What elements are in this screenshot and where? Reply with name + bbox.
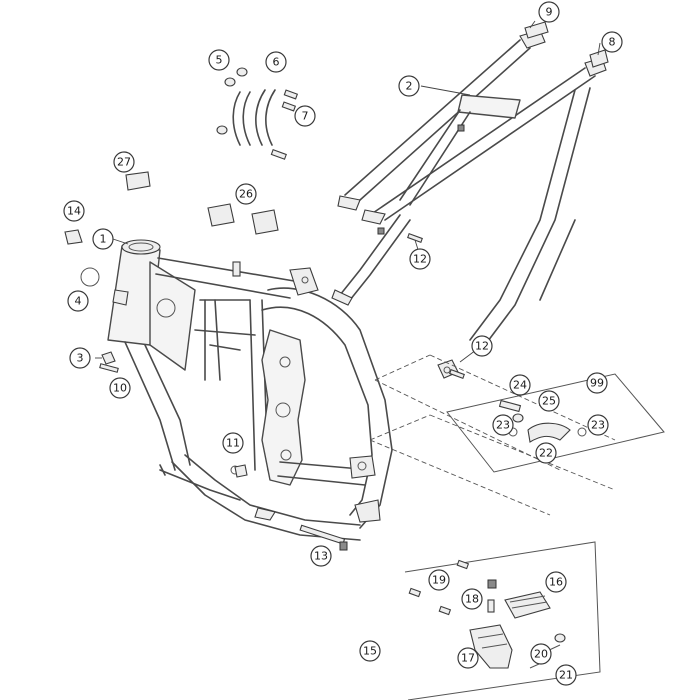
callout-23a: 23 xyxy=(492,414,514,436)
svg-text:7: 7 xyxy=(302,110,309,123)
leader-lines xyxy=(95,20,601,363)
svg-text:23: 23 xyxy=(496,419,510,432)
callout-99: 99 xyxy=(586,372,608,394)
svg-text:21: 21 xyxy=(559,669,573,682)
svg-text:6: 6 xyxy=(273,56,280,69)
callout-12b: 12 xyxy=(471,335,493,357)
callouts: 1 2 3 4 5 6 7 8 9 10 11 12 12 13 14 15 1… xyxy=(63,1,623,686)
footpeg-box-15 xyxy=(404,541,601,700)
svg-text:20: 20 xyxy=(534,648,548,661)
svg-text:24: 24 xyxy=(513,379,527,392)
svg-text:3: 3 xyxy=(77,352,84,365)
svg-text:12: 12 xyxy=(413,253,427,266)
callout-13: 13 xyxy=(310,545,332,567)
callout-1: 1 xyxy=(92,228,114,250)
callout-23b: 23 xyxy=(587,414,609,436)
callout-24: 24 xyxy=(509,374,531,396)
callout-22: 22 xyxy=(535,442,557,464)
svg-text:13: 13 xyxy=(314,550,328,563)
kit-box-99 xyxy=(446,373,665,473)
callout-8: 8 xyxy=(601,31,623,53)
callout-7: 7 xyxy=(294,105,316,127)
callout-26: 26 xyxy=(235,183,257,205)
svg-text:8: 8 xyxy=(609,36,616,49)
svg-text:11: 11 xyxy=(226,437,240,450)
callout-27: 27 xyxy=(113,151,135,173)
svg-text:22: 22 xyxy=(539,447,553,460)
callout-6: 6 xyxy=(265,51,287,73)
svg-text:99: 99 xyxy=(590,377,604,390)
small-parts xyxy=(64,21,609,551)
callout-2: 2 xyxy=(398,75,420,97)
svg-text:26: 26 xyxy=(239,188,253,201)
svg-text:10: 10 xyxy=(113,382,127,395)
svg-text:23: 23 xyxy=(591,419,605,432)
callout-17: 17 xyxy=(457,647,479,669)
svg-text:9: 9 xyxy=(546,6,553,19)
dashed-guides xyxy=(369,354,616,516)
main-frame xyxy=(107,239,393,541)
callout-18: 18 xyxy=(461,588,483,610)
callout-9: 9 xyxy=(538,1,560,23)
callout-4: 4 xyxy=(67,290,89,312)
callout-16: 16 xyxy=(545,571,567,593)
svg-text:4: 4 xyxy=(75,295,82,308)
svg-text:15: 15 xyxy=(363,645,377,658)
svg-text:19: 19 xyxy=(432,574,446,587)
svg-text:14: 14 xyxy=(67,205,81,218)
svg-text:17: 17 xyxy=(461,652,475,665)
svg-text:2: 2 xyxy=(406,80,413,93)
callout-15: 15 xyxy=(359,640,381,662)
callout-20: 20 xyxy=(530,643,552,665)
callout-10: 10 xyxy=(109,377,131,399)
callout-5: 5 xyxy=(208,49,230,71)
svg-text:5: 5 xyxy=(216,54,223,67)
callout-21: 21 xyxy=(555,664,577,686)
svg-text:18: 18 xyxy=(465,593,479,606)
callout-19: 19 xyxy=(428,569,450,591)
svg-text:27: 27 xyxy=(117,156,131,169)
svg-text:25: 25 xyxy=(542,395,556,408)
callout-14: 14 xyxy=(63,200,85,222)
callout-25: 25 xyxy=(538,390,560,412)
svg-text:1: 1 xyxy=(100,233,107,246)
svg-text:16: 16 xyxy=(549,576,563,589)
rear-subframe xyxy=(331,29,607,379)
svg-text:12: 12 xyxy=(475,340,489,353)
callout-11: 11 xyxy=(222,432,244,454)
callout-12a: 12 xyxy=(409,248,431,270)
callout-3: 3 xyxy=(69,347,91,369)
